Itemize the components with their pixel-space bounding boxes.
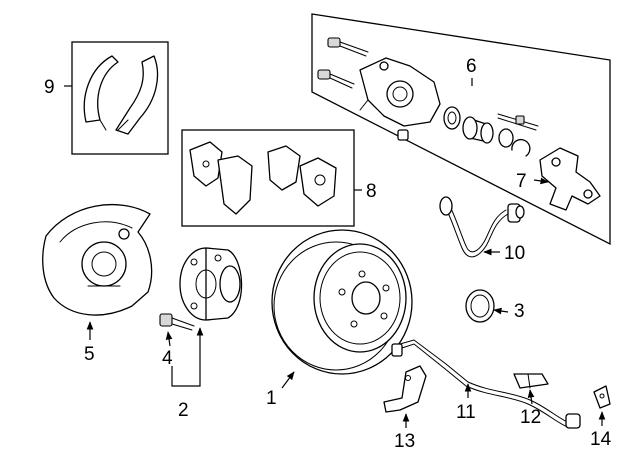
callout-3: 3: [514, 301, 525, 322]
brake-pads-group: [181, 129, 355, 227]
callout-11: 11: [456, 402, 476, 423]
callout-10: 10: [504, 243, 525, 264]
callout-14: 14: [590, 429, 612, 450]
callout-6: 6: [466, 56, 477, 77]
callout-5: 5: [84, 344, 95, 365]
leader-12: [527, 389, 535, 405]
guide-pin: [497, 113, 539, 131]
caliper-assembly-group: [311, 13, 611, 246]
caliper-bolt-lower: [317, 69, 355, 89]
brake-rotor: [271, 229, 413, 375]
backing-plate: [42, 203, 153, 316]
callout-4: 4: [162, 348, 173, 369]
bracket-14: [593, 385, 611, 409]
caliper-body: [359, 57, 441, 127]
caliper-piston: [462, 116, 494, 144]
brake-pad-4: [299, 157, 337, 207]
hub-dust-cap: [465, 289, 495, 323]
brake-pad-3: [267, 145, 301, 191]
piston-boot: [498, 128, 514, 148]
hub-bolt: [159, 313, 195, 331]
leader-lines: [64, 78, 606, 428]
snap-ring: [511, 139, 531, 157]
leader-2: [171, 327, 204, 387]
caliper-bolt-upper: [327, 37, 369, 57]
leader-4: [165, 331, 173, 347]
brake-hose: [439, 196, 525, 258]
parking-shoe-left: [83, 55, 119, 123]
sensor-clip: [513, 373, 549, 389]
parking-shoe-right: [115, 55, 159, 135]
callout-12: 12: [520, 407, 541, 428]
brake-pad-2: [217, 155, 253, 215]
caliper-bracket: [539, 147, 601, 211]
callout-8: 8: [366, 181, 377, 202]
brake-pad-1: [189, 141, 223, 187]
callout-1: 1: [266, 388, 277, 409]
parking-shoes-group: [71, 41, 169, 155]
leader-1: [281, 371, 295, 389]
callout-7: 7: [516, 171, 527, 192]
leader-7: [533, 177, 549, 185]
callout-labels: 1 2 3 4 5 6 7 8 9 10 11 12 13 14: [44, 56, 612, 452]
callout-2: 2: [178, 400, 189, 421]
callout-9: 9: [44, 77, 55, 98]
hub-bearing: [179, 247, 243, 321]
callout-13: 13: [394, 431, 415, 452]
leader-3: [493, 307, 509, 315]
bleeder-screw: [397, 129, 409, 141]
piston-seal: [443, 106, 461, 130]
sensor-bracket: [383, 365, 427, 413]
